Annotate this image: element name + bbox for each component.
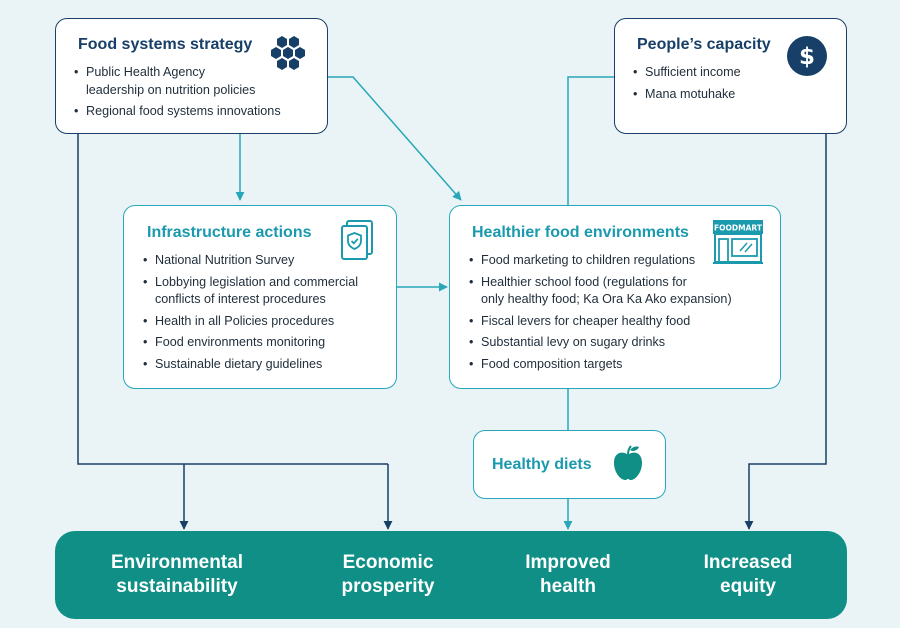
list-item: Regional food systems innovations (74, 103, 281, 121)
food-systems-strategy-title: Food systems strategy (78, 36, 253, 53)
list-item: Mana motuhake (633, 86, 741, 104)
peoples-capacity-title: People’s capacity (637, 36, 771, 53)
outcomes-bar (55, 531, 847, 619)
peoples-capacity-list: Sufficient income Mana motuhake (633, 64, 741, 103)
storefront-icon-text: FOODMART (714, 224, 763, 233)
list-item: National Nutrition Survey (143, 252, 358, 270)
list-item: Lobbying legislation and commercialconfl… (143, 274, 358, 309)
line-strategy-down (77, 134, 388, 465)
healthier-food-environments-title: Healthier food environments (472, 224, 689, 241)
dollar-icon: $ (787, 36, 827, 76)
list-item: Food composition targets (469, 356, 732, 374)
svg-text:$: $ (799, 44, 815, 70)
healthy-diets-title: Healthy diets (492, 456, 592, 473)
list-item: Fiscal levers for cheaper healthy food (469, 313, 732, 331)
shield-document-icon (341, 220, 373, 260)
line-capacity-to-environments (567, 76, 614, 205)
list-item: Sufficient income (633, 64, 741, 82)
list-item: Sustainable dietary guidelines (143, 356, 358, 374)
list-item: Food environments monitoring (143, 334, 358, 352)
arrow-capacity-to-equity (744, 134, 827, 530)
honeycomb-icon (271, 36, 305, 70)
list-item: Substantial levy on sugary drinks (469, 334, 732, 352)
apple-icon (614, 445, 642, 480)
healthier-food-environments-list: Food marketing to children regulations H… (469, 252, 732, 373)
list-item: Healthier school food (regulations foron… (469, 274, 732, 309)
infrastructure-actions-list: National Nutrition Survey Lobbying legis… (143, 252, 358, 373)
list-item: Health in all Policies procedures (143, 313, 358, 331)
arrow-strategy-to-environments (328, 76, 462, 201)
infrastructure-actions-title: Infrastructure actions (147, 224, 312, 241)
list-item: Food marketing to children regulations (469, 252, 732, 270)
